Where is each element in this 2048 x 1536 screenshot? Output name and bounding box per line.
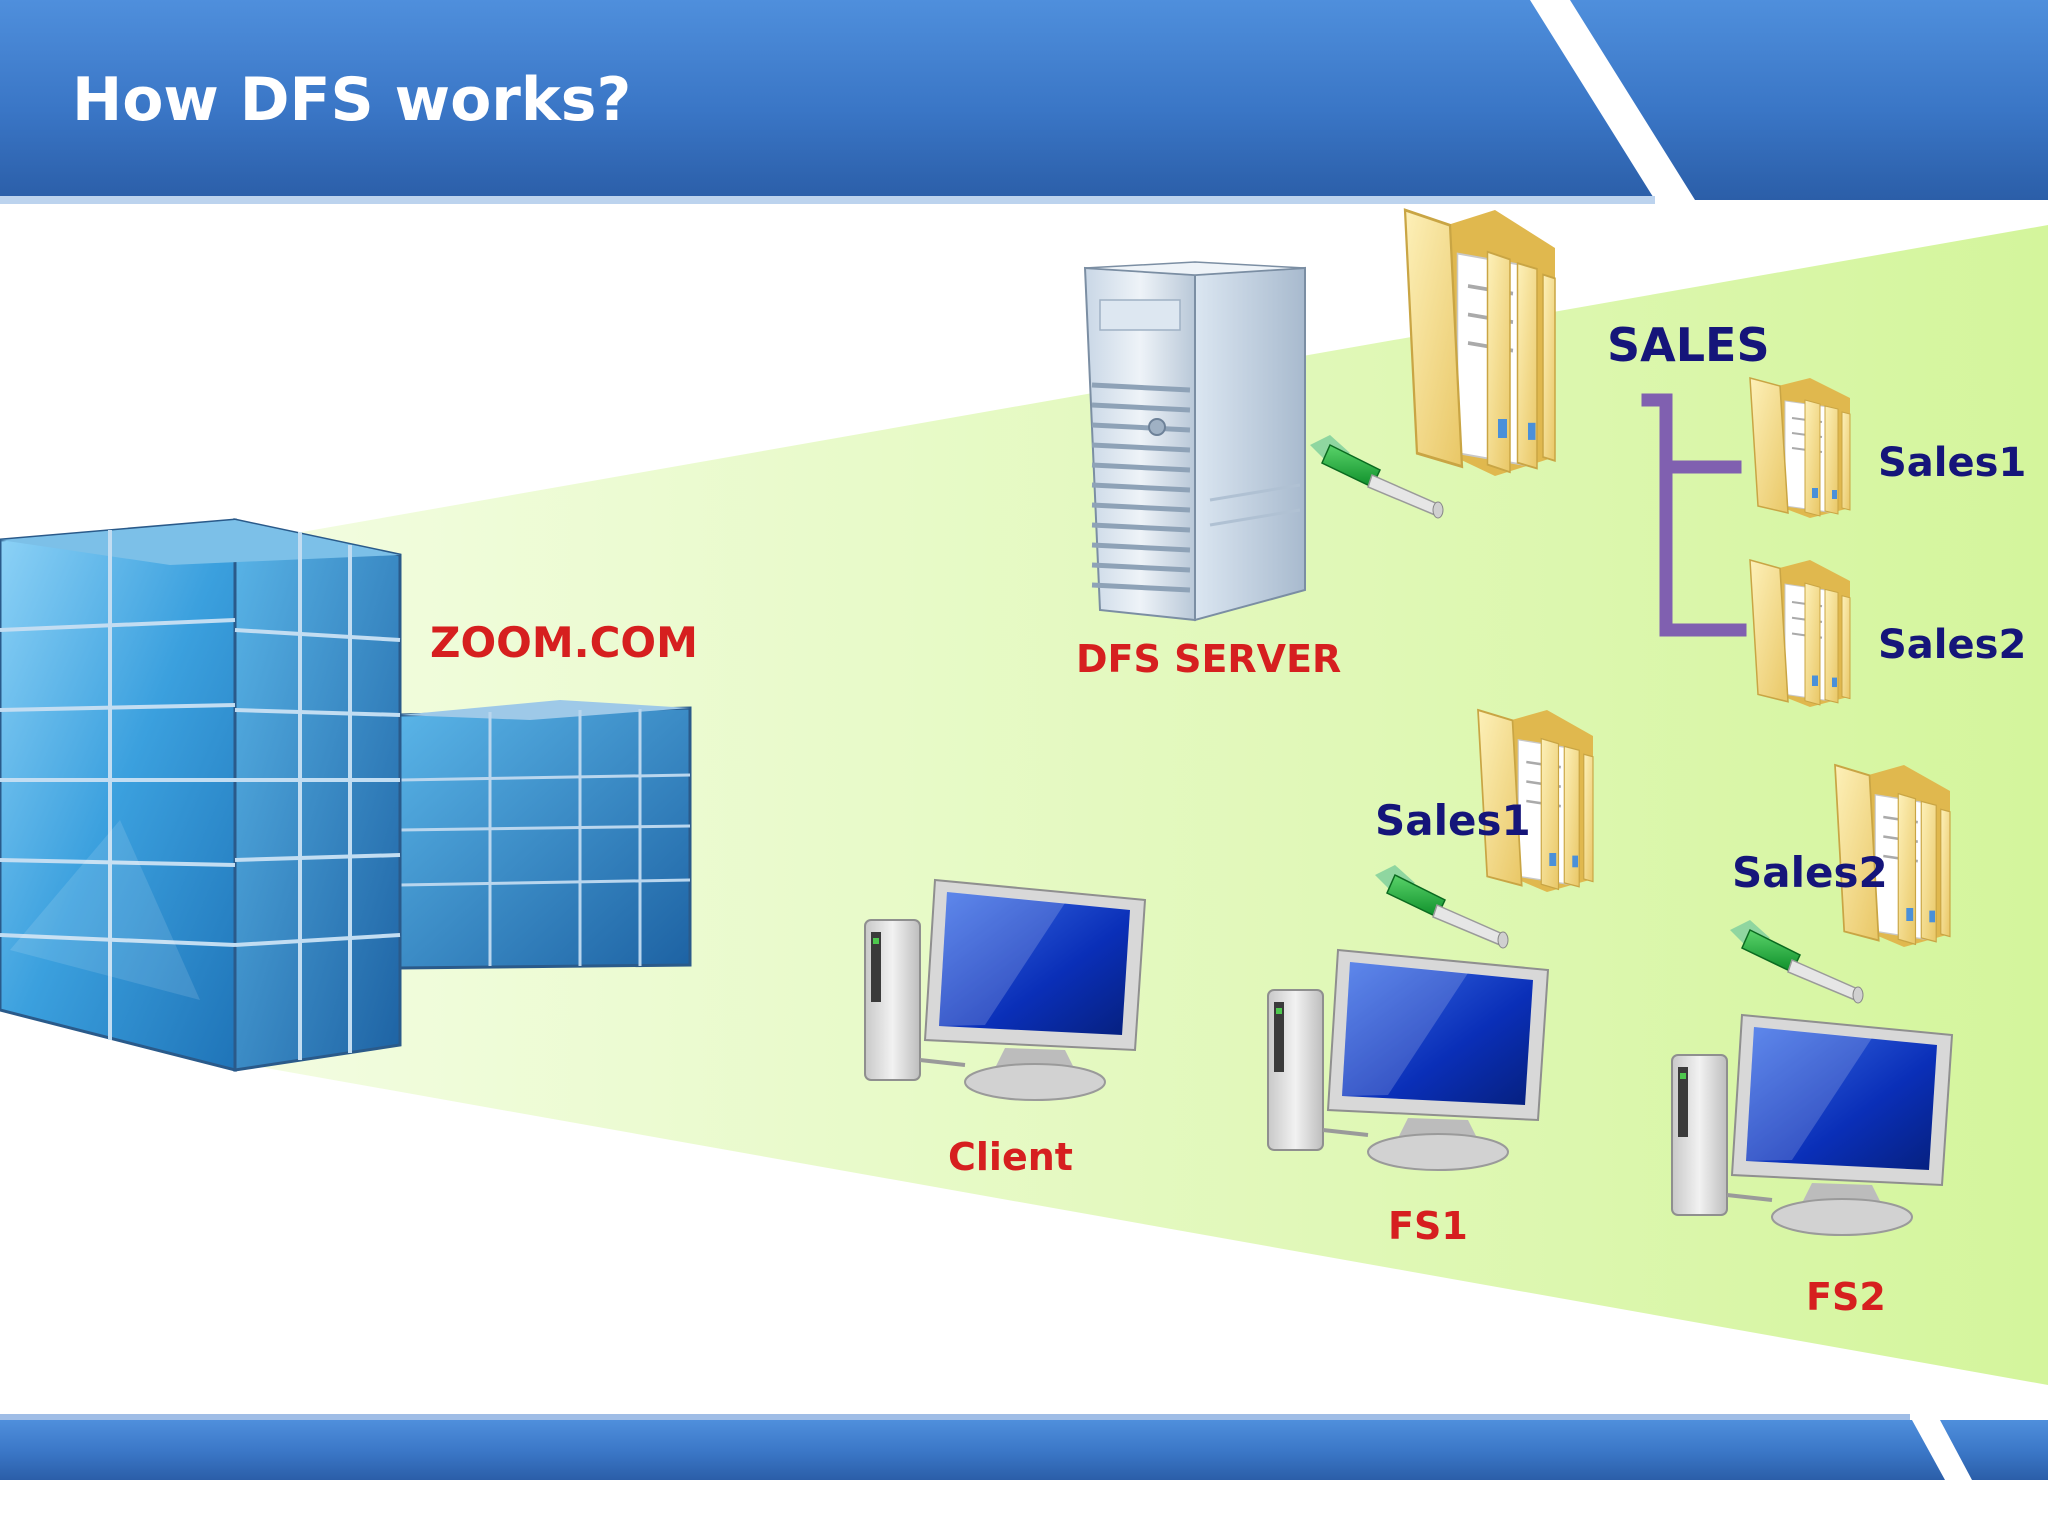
office-building-icon [0, 518, 692, 1072]
fs2-label: FS2 [1806, 1275, 1886, 1319]
namespace-sales2-label: Sales2 [1878, 622, 2027, 668]
dfs-server-label: DFS SERVER [1076, 637, 1342, 681]
footer-band [0, 1414, 2048, 1480]
server-tower-icon [1083, 261, 1306, 622]
namespace-tree-connector [1641, 393, 1747, 637]
fs2-share-label: Sales2 [1732, 848, 1888, 897]
header-band [0, 0, 2048, 204]
namespace-root-label: SALES [1607, 318, 1770, 372]
domain-label: ZOOM.COM [430, 618, 698, 667]
folder-icon [1748, 558, 1852, 709]
folder-icon [1403, 208, 1557, 478]
domain-panel [165, 225, 2048, 1385]
fs1-share-label: Sales1 [1375, 796, 1531, 845]
slide-title: How DFS works? [72, 65, 632, 135]
client-label: Client [948, 1135, 1073, 1179]
folder-icon [1749, 377, 1851, 519]
namespace-sales1-label: Sales1 [1878, 440, 2027, 486]
fs1-label: FS1 [1388, 1204, 1468, 1248]
